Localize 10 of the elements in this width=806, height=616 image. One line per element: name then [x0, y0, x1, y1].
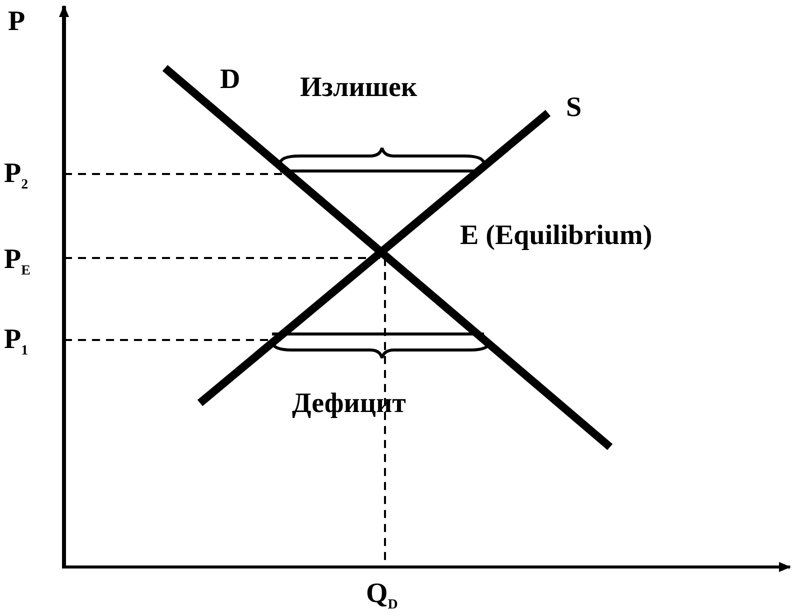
- tick-label: P$_{1}$: [4, 326, 28, 359]
- region-label: Излишек: [300, 74, 418, 102]
- tick-label: P$_{2}$: [4, 160, 28, 193]
- curve-label: D: [220, 66, 240, 94]
- tick-label: P$_{E}$: [4, 246, 30, 279]
- point-label: E (Equilibrium): [460, 222, 652, 250]
- curve-label: S: [566, 94, 582, 122]
- axis-label: P: [8, 8, 26, 36]
- region-label: Дефицит: [292, 390, 406, 418]
- tick-label: Q$_{D}$: [366, 580, 398, 613]
